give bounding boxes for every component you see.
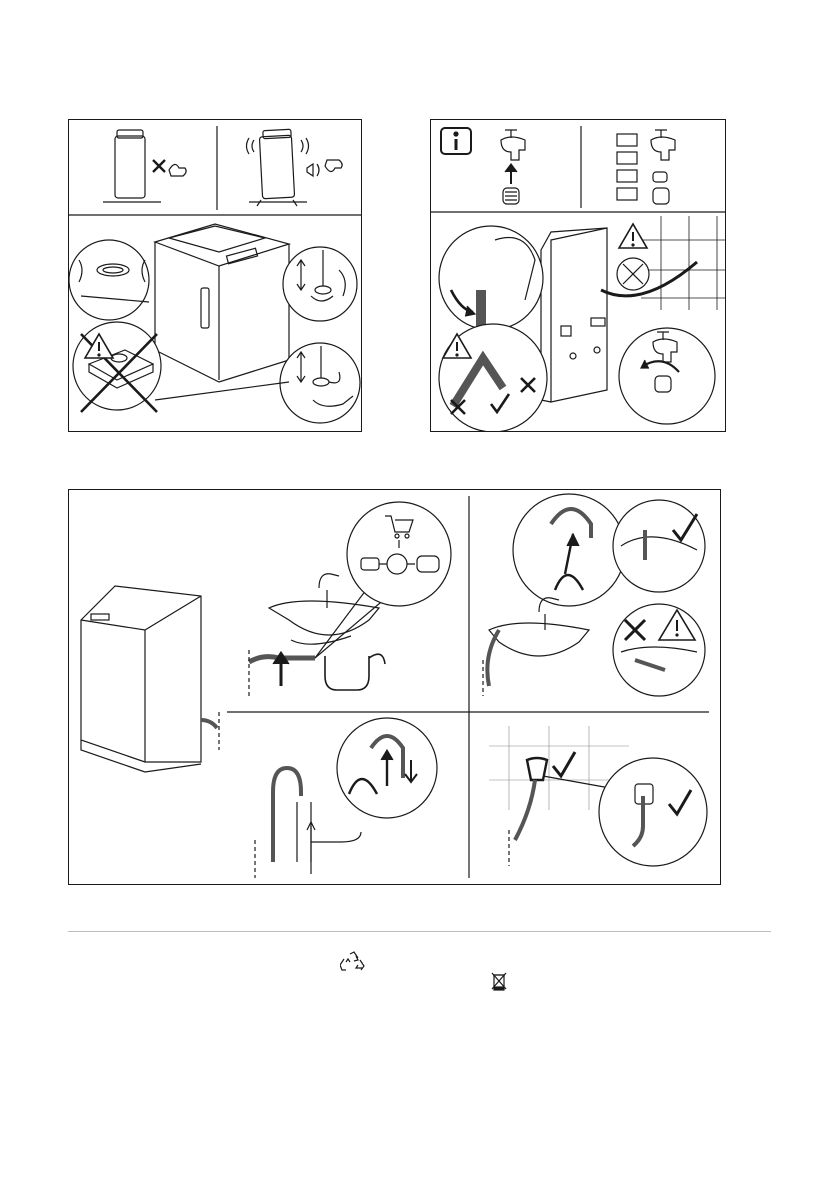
adjustable-foot-icon <box>283 247 357 321</box>
info-icon <box>441 128 471 154</box>
sink-icon <box>489 598 589 656</box>
hose-connector-icon <box>503 188 519 204</box>
tap-options-icon <box>617 130 675 204</box>
sound-icon <box>307 164 319 176</box>
inlet-hose-panel <box>430 119 726 432</box>
drain-hose-illustration <box>69 490 720 884</box>
thumb-up-icon <box>169 164 186 176</box>
sink-edge-wrong-zoom <box>613 604 705 696</box>
warning-triangle-icon <box>619 224 647 248</box>
check-mark-icon <box>553 752 575 776</box>
machine-level-icon <box>103 130 161 202</box>
no-tool-icon <box>617 258 649 290</box>
inlet-hose <box>601 262 697 296</box>
hose-guide-icon <box>551 509 591 590</box>
crossed-bin-icon <box>490 971 508 991</box>
tap-screw-zoom <box>619 328 715 424</box>
top-loader-machine-icon <box>155 224 289 382</box>
drain-hose-panel <box>68 489 721 885</box>
thumb-down-icon <box>325 160 342 172</box>
leveling-panel <box>68 119 362 432</box>
machine-vibrating-icon <box>247 129 309 206</box>
inlet-hose-illustration <box>431 120 725 431</box>
sink-edge-correct-zoom <box>613 500 705 592</box>
recycle-icon <box>340 950 368 974</box>
wood-block-crossed-icon <box>73 322 161 412</box>
cross-mark-icon <box>153 160 165 172</box>
arrow-up-icon <box>505 164 517 184</box>
washing-machine-icon <box>81 586 219 772</box>
top-loader-machine-icon <box>541 228 607 402</box>
leveling-illustration <box>69 120 361 431</box>
wall-outlet-zoom <box>599 758 707 866</box>
spirit-level-zoom <box>69 240 149 320</box>
foot-locknut-icon <box>280 343 360 423</box>
hose-guide-zoom <box>337 718 437 818</box>
footer-divider <box>68 931 771 932</box>
drain-connector-icon <box>509 752 575 866</box>
wall-tiles <box>641 216 725 310</box>
water-tap-icon <box>501 130 525 160</box>
